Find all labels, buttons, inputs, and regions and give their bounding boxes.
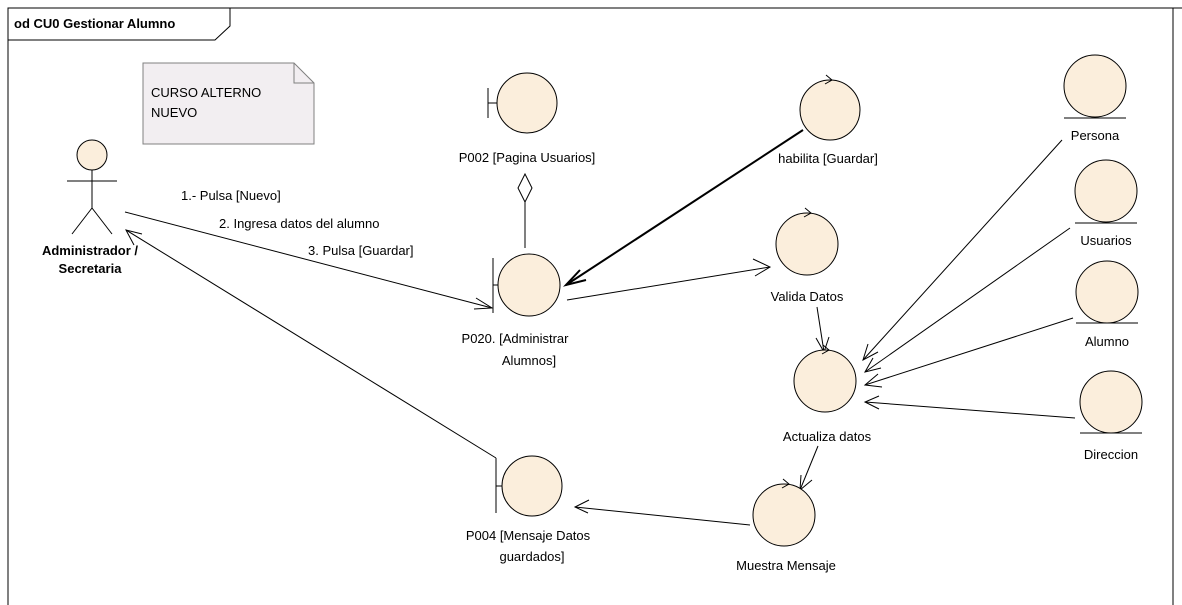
control-label: Actualiza datos	[783, 429, 872, 444]
control-valida[interactable]: Valida Datos	[771, 207, 844, 304]
entity-label: Usuarios	[1080, 233, 1132, 248]
message-2: 2. Ingresa datos del alumno	[219, 216, 379, 231]
entity-direccion[interactable]: Direccion	[1079, 370, 1143, 462]
actor-left-leg	[71, 207, 93, 235]
control-muestra[interactable]: Muestra Mensaje	[736, 478, 836, 573]
boundary-label-line-2: guardados]	[499, 549, 564, 564]
note-line-1: CURSO ALTERNO	[151, 85, 261, 100]
link-valida-actualiza	[816, 306, 825, 353]
link-p004-actor	[125, 229, 497, 459]
arrowhead-valida	[752, 258, 772, 277]
actor-head	[76, 139, 108, 171]
arrowhead-actualiza-3	[863, 357, 882, 373]
control-label: habilita [Guardar]	[778, 151, 878, 166]
control-label: Muestra Mensaje	[736, 558, 836, 573]
link-alumno-actualiza	[864, 317, 1074, 386]
message-labels: 1.- Pulsa [Nuevo] 2. Ingresa datos del a…	[181, 188, 414, 258]
entity-persona[interactable]: Persona	[1063, 54, 1127, 143]
boundary-p002[interactable]: P002 [Pagina Usuarios]	[459, 72, 596, 165]
boundary-circle	[497, 253, 561, 317]
entity-label: Persona	[1071, 128, 1120, 143]
boundary-label-line-1: P004 [Mensaje Datos	[466, 528, 591, 543]
arrowhead-p004	[573, 499, 590, 514]
control-circle	[752, 483, 816, 547]
link-p020-valida	[566, 266, 771, 301]
message-3: 3. Pulsa [Guardar]	[308, 243, 414, 258]
note-fold	[293, 63, 314, 84]
link-usuarios-actualiza	[864, 227, 1071, 373]
message-1: 1.- Pulsa [Nuevo]	[181, 188, 281, 203]
frame-title: od CU0 Gestionar Alumno	[14, 16, 175, 31]
arrowhead-actualiza-5	[863, 395, 880, 410]
control-arrow-icon	[781, 478, 790, 489]
aggregation-diamond	[517, 172, 533, 204]
boundary-p004[interactable]: P004 [Mensaje Datos guardados]	[466, 455, 591, 564]
boundary-p020[interactable]: P020. [Administrar Alumnos]	[462, 253, 570, 368]
boundary-circle	[496, 72, 558, 134]
actor-right-leg	[91, 207, 113, 235]
entity-label: Alumno	[1085, 334, 1129, 349]
arrowhead-p020-habilita	[562, 269, 587, 287]
arrowhead-actor	[125, 229, 143, 246]
actor-label-line-2: Secretaria	[59, 261, 123, 276]
link-direccion-actualiza	[864, 401, 1076, 419]
control-circle	[799, 79, 861, 141]
link-muestra-p004	[574, 506, 751, 526]
boundary-label-line-2: Alumnos]	[502, 353, 556, 368]
note: CURSO ALTERNO NUEVO	[142, 62, 315, 145]
control-arrow-icon	[824, 74, 833, 85]
boundary-label: P002 [Pagina Usuarios]	[459, 150, 596, 165]
control-circle	[793, 349, 857, 413]
entity-circle	[1074, 159, 1138, 223]
diagram-frame: od CU0 Gestionar Alumno	[7, 7, 1182, 605]
control-actualiza[interactable]: Actualiza datos	[783, 344, 872, 444]
boundary-circle	[501, 455, 563, 517]
entity-usuarios[interactable]: Usuarios	[1074, 159, 1138, 248]
arrowhead-p020	[473, 297, 494, 310]
arrowhead-muestra	[799, 474, 813, 492]
control-habilita[interactable]: habilita [Guardar]	[778, 74, 878, 166]
control-circle	[775, 212, 839, 276]
entity-circle	[1079, 370, 1143, 434]
actor-label-line-1: Administrador /	[42, 243, 138, 258]
link-actualiza-muestra	[799, 445, 819, 491]
entity-alumno[interactable]: Alumno	[1075, 260, 1139, 349]
arrowhead-actualiza-4	[863, 373, 883, 388]
actor-administrador[interactable]: Administrador / Secretaria	[42, 139, 138, 276]
boundary-label-line-1: P020. [Administrar	[462, 331, 570, 346]
note-line-2: NUEVO	[151, 105, 197, 120]
arrowhead-actualiza-2	[862, 343, 879, 362]
connections	[124, 129, 1076, 526]
control-arrow-icon	[803, 207, 812, 218]
link-actor-p020	[124, 211, 493, 309]
control-arrow-icon	[821, 344, 830, 355]
link-habilita-p020	[565, 129, 804, 286]
link-persona-actualiza	[862, 139, 1063, 361]
entity-label: Direccion	[1084, 447, 1138, 462]
entity-circle	[1075, 260, 1139, 324]
frame-tab	[7, 7, 231, 41]
control-label: Valida Datos	[771, 289, 844, 304]
entity-circle	[1063, 54, 1127, 118]
